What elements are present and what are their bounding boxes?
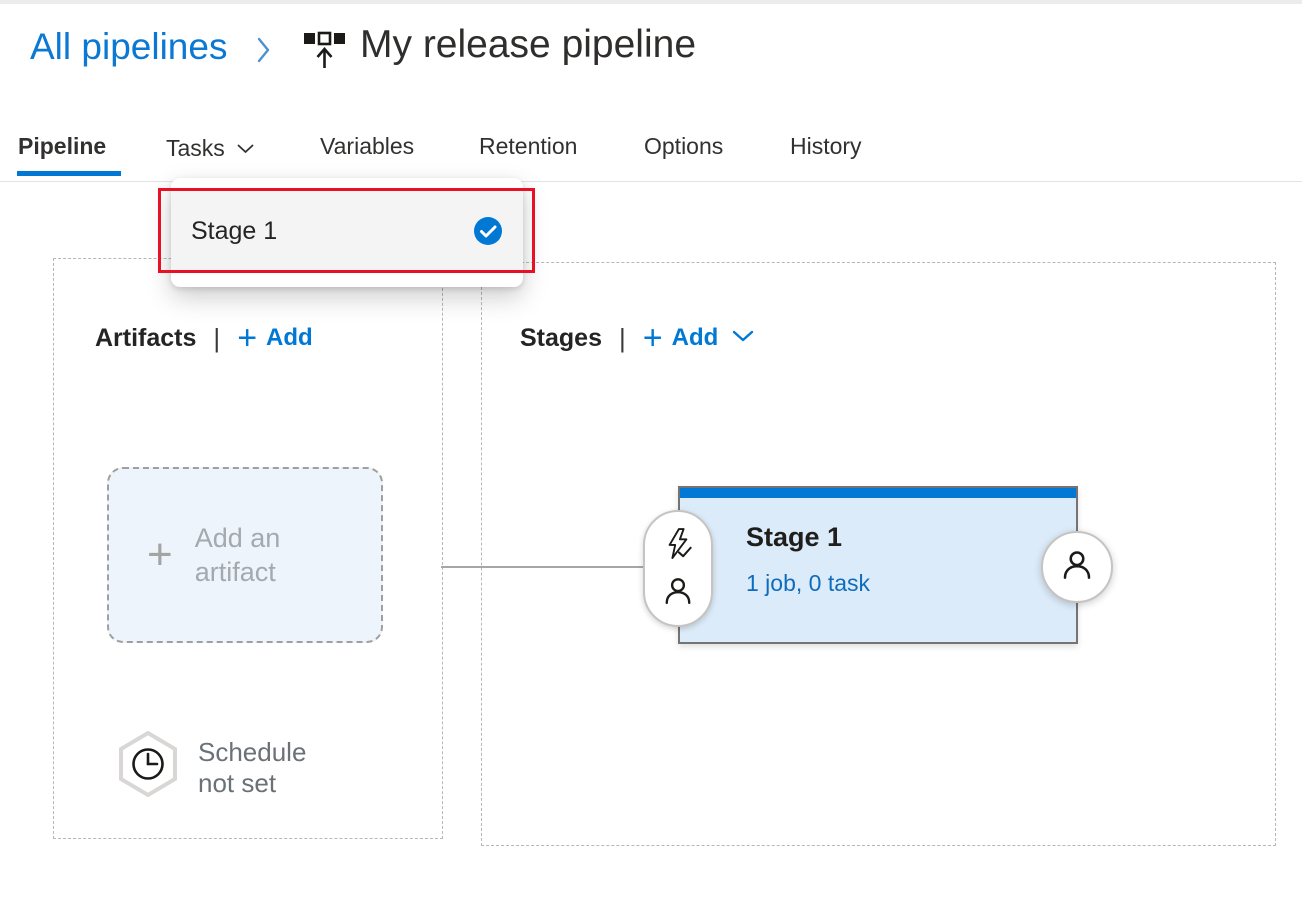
header-divider: | [618,322,626,353]
chevron-down-icon[interactable] [732,329,754,347]
add-artifact-label: Add an artifact [194,523,281,587]
active-tab-underline [17,171,121,176]
tab-variables[interactable]: Variables [320,133,415,159]
tab-tasks[interactable]: Tasks [166,124,254,168]
artifacts-header: Artifacts | + Add [95,320,313,356]
plus-icon: + [147,530,173,579]
stage-jobs-tasks-link[interactable]: 1 job, 0 task [746,570,871,596]
tab-options[interactable]: Options [644,133,724,159]
add-artifact-card[interactable]: + Add an artifact [107,467,383,643]
person-icon [663,576,693,611]
tasks-menu-item-stage1[interactable]: Stage 1 [171,190,523,272]
person-icon [1061,549,1093,586]
header-divider: | [213,322,221,353]
breadcrumb-all-pipelines-link[interactable]: All pipelines [30,26,228,67]
lightning-check-icon [663,527,693,566]
breadcrumb-chevron-icon [256,36,272,69]
stage-card-accent-bar [680,488,1076,498]
release-pipeline-icon [302,28,346,77]
tab-history[interactable]: History [790,133,862,159]
tab-bar-divider [0,181,1302,182]
top-border-strip [0,0,1302,4]
stages-header: Stages | + Add [520,320,754,356]
plus-icon: + [642,319,663,357]
artifact-to-stage-connector [441,566,659,568]
page-title: My release pipeline [360,23,697,66]
chevron-down-icon [237,133,254,159]
schedule-status-label: Schedule not set [198,737,307,798]
stage-card[interactable]: Stage 1 1 job, 0 task [678,486,1078,644]
schedule-trigger-icon[interactable] [118,730,178,802]
selected-check-icon [473,216,503,251]
tab-pipeline[interactable]: Pipeline [18,133,107,159]
tasks-dropdown-menu: Stage 1 [171,178,523,287]
tab-retention[interactable]: Retention [479,133,578,159]
stage-card-title: Stage 1 [746,522,843,552]
add-stage-button[interactable]: Add [671,324,719,351]
plus-icon: + [237,319,258,357]
artifacts-heading: Artifacts [95,323,197,352]
add-artifact-button[interactable]: Add [266,324,313,351]
post-deployment-approvals-circle[interactable] [1041,531,1113,603]
pre-deployment-conditions-pill[interactable] [643,510,713,627]
stages-heading: Stages [520,323,602,352]
